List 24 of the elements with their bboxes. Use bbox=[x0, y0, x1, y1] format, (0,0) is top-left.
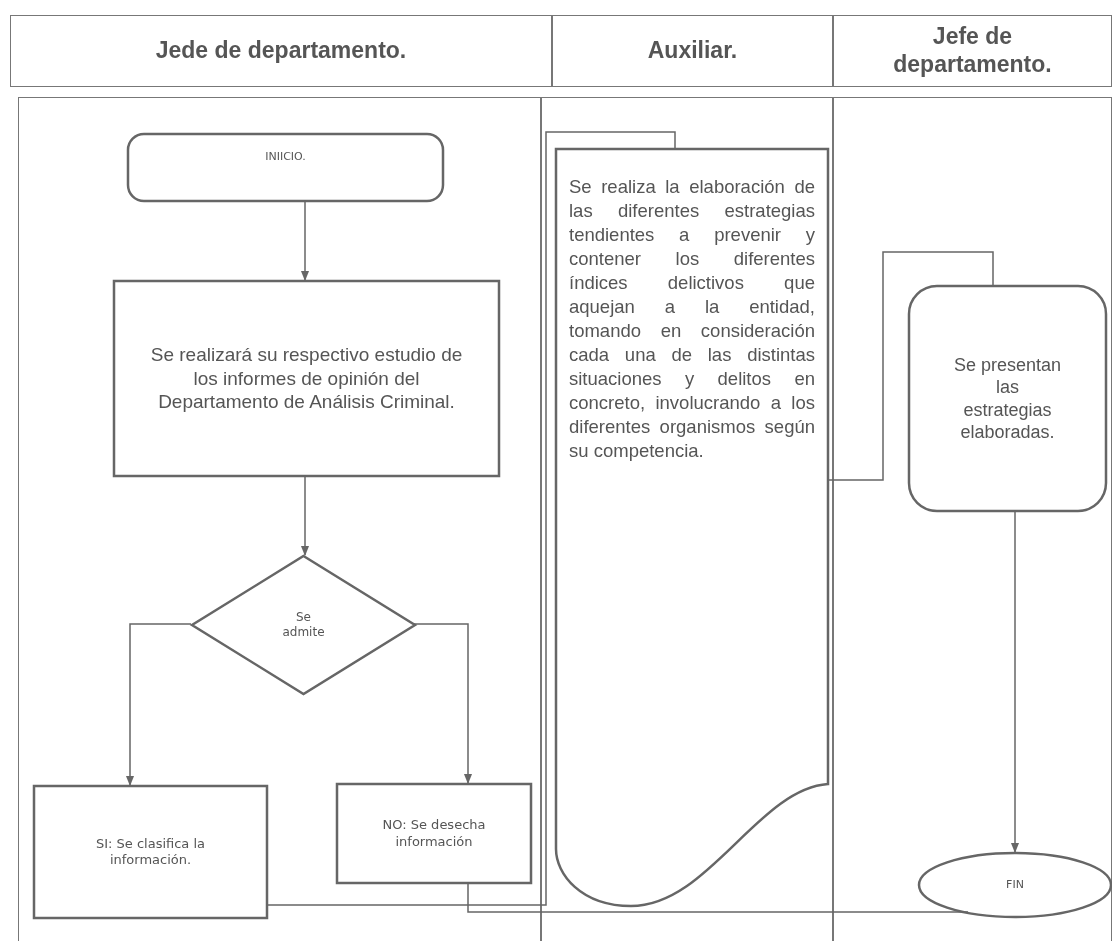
start-terminal bbox=[128, 134, 443, 201]
swimlane bbox=[833, 97, 1112, 941]
connector-arrow bbox=[413, 623, 473, 785]
step-text: NO: Se desecha información bbox=[381, 817, 487, 850]
process-box bbox=[337, 784, 531, 883]
process-box bbox=[34, 786, 267, 918]
connector-arrow bbox=[125, 623, 192, 787]
step-text: FIN bbox=[1006, 878, 1024, 892]
step-text: SI: Se clasifica la información. bbox=[94, 835, 207, 869]
lane-header: Auxiliar. bbox=[552, 15, 833, 87]
lane-header: Jefe de departamento. bbox=[833, 15, 1112, 87]
decision-diamond bbox=[192, 556, 415, 694]
document-shape bbox=[556, 149, 828, 906]
swimlane bbox=[540, 97, 833, 941]
step-text: INIICIO. bbox=[265, 150, 306, 164]
process-box bbox=[909, 286, 1106, 511]
step-text: Se presentan las estrategias elaboradas. bbox=[952, 353, 1063, 444]
step-text: Se admite bbox=[281, 610, 326, 640]
swimlane bbox=[18, 97, 542, 941]
lane-header: Jede de departamento. bbox=[10, 15, 552, 87]
process-box bbox=[114, 281, 499, 476]
step-description: Se realiza la elaboración de las diferentes estrategias tendientes a prevenir y contener los diferentes índices delictivos que aquejan a la entidad, tomando en consideración cada una de las distintas situaciones y delitos en concreto, involucrando a los diferentes organismos según su competencia. bbox=[569, 175, 815, 463]
step-text: Se realizará su respectivo estudio de los informes de opinión del Departamento de Análisis Criminal. bbox=[149, 342, 464, 415]
end-terminal bbox=[919, 853, 1111, 917]
